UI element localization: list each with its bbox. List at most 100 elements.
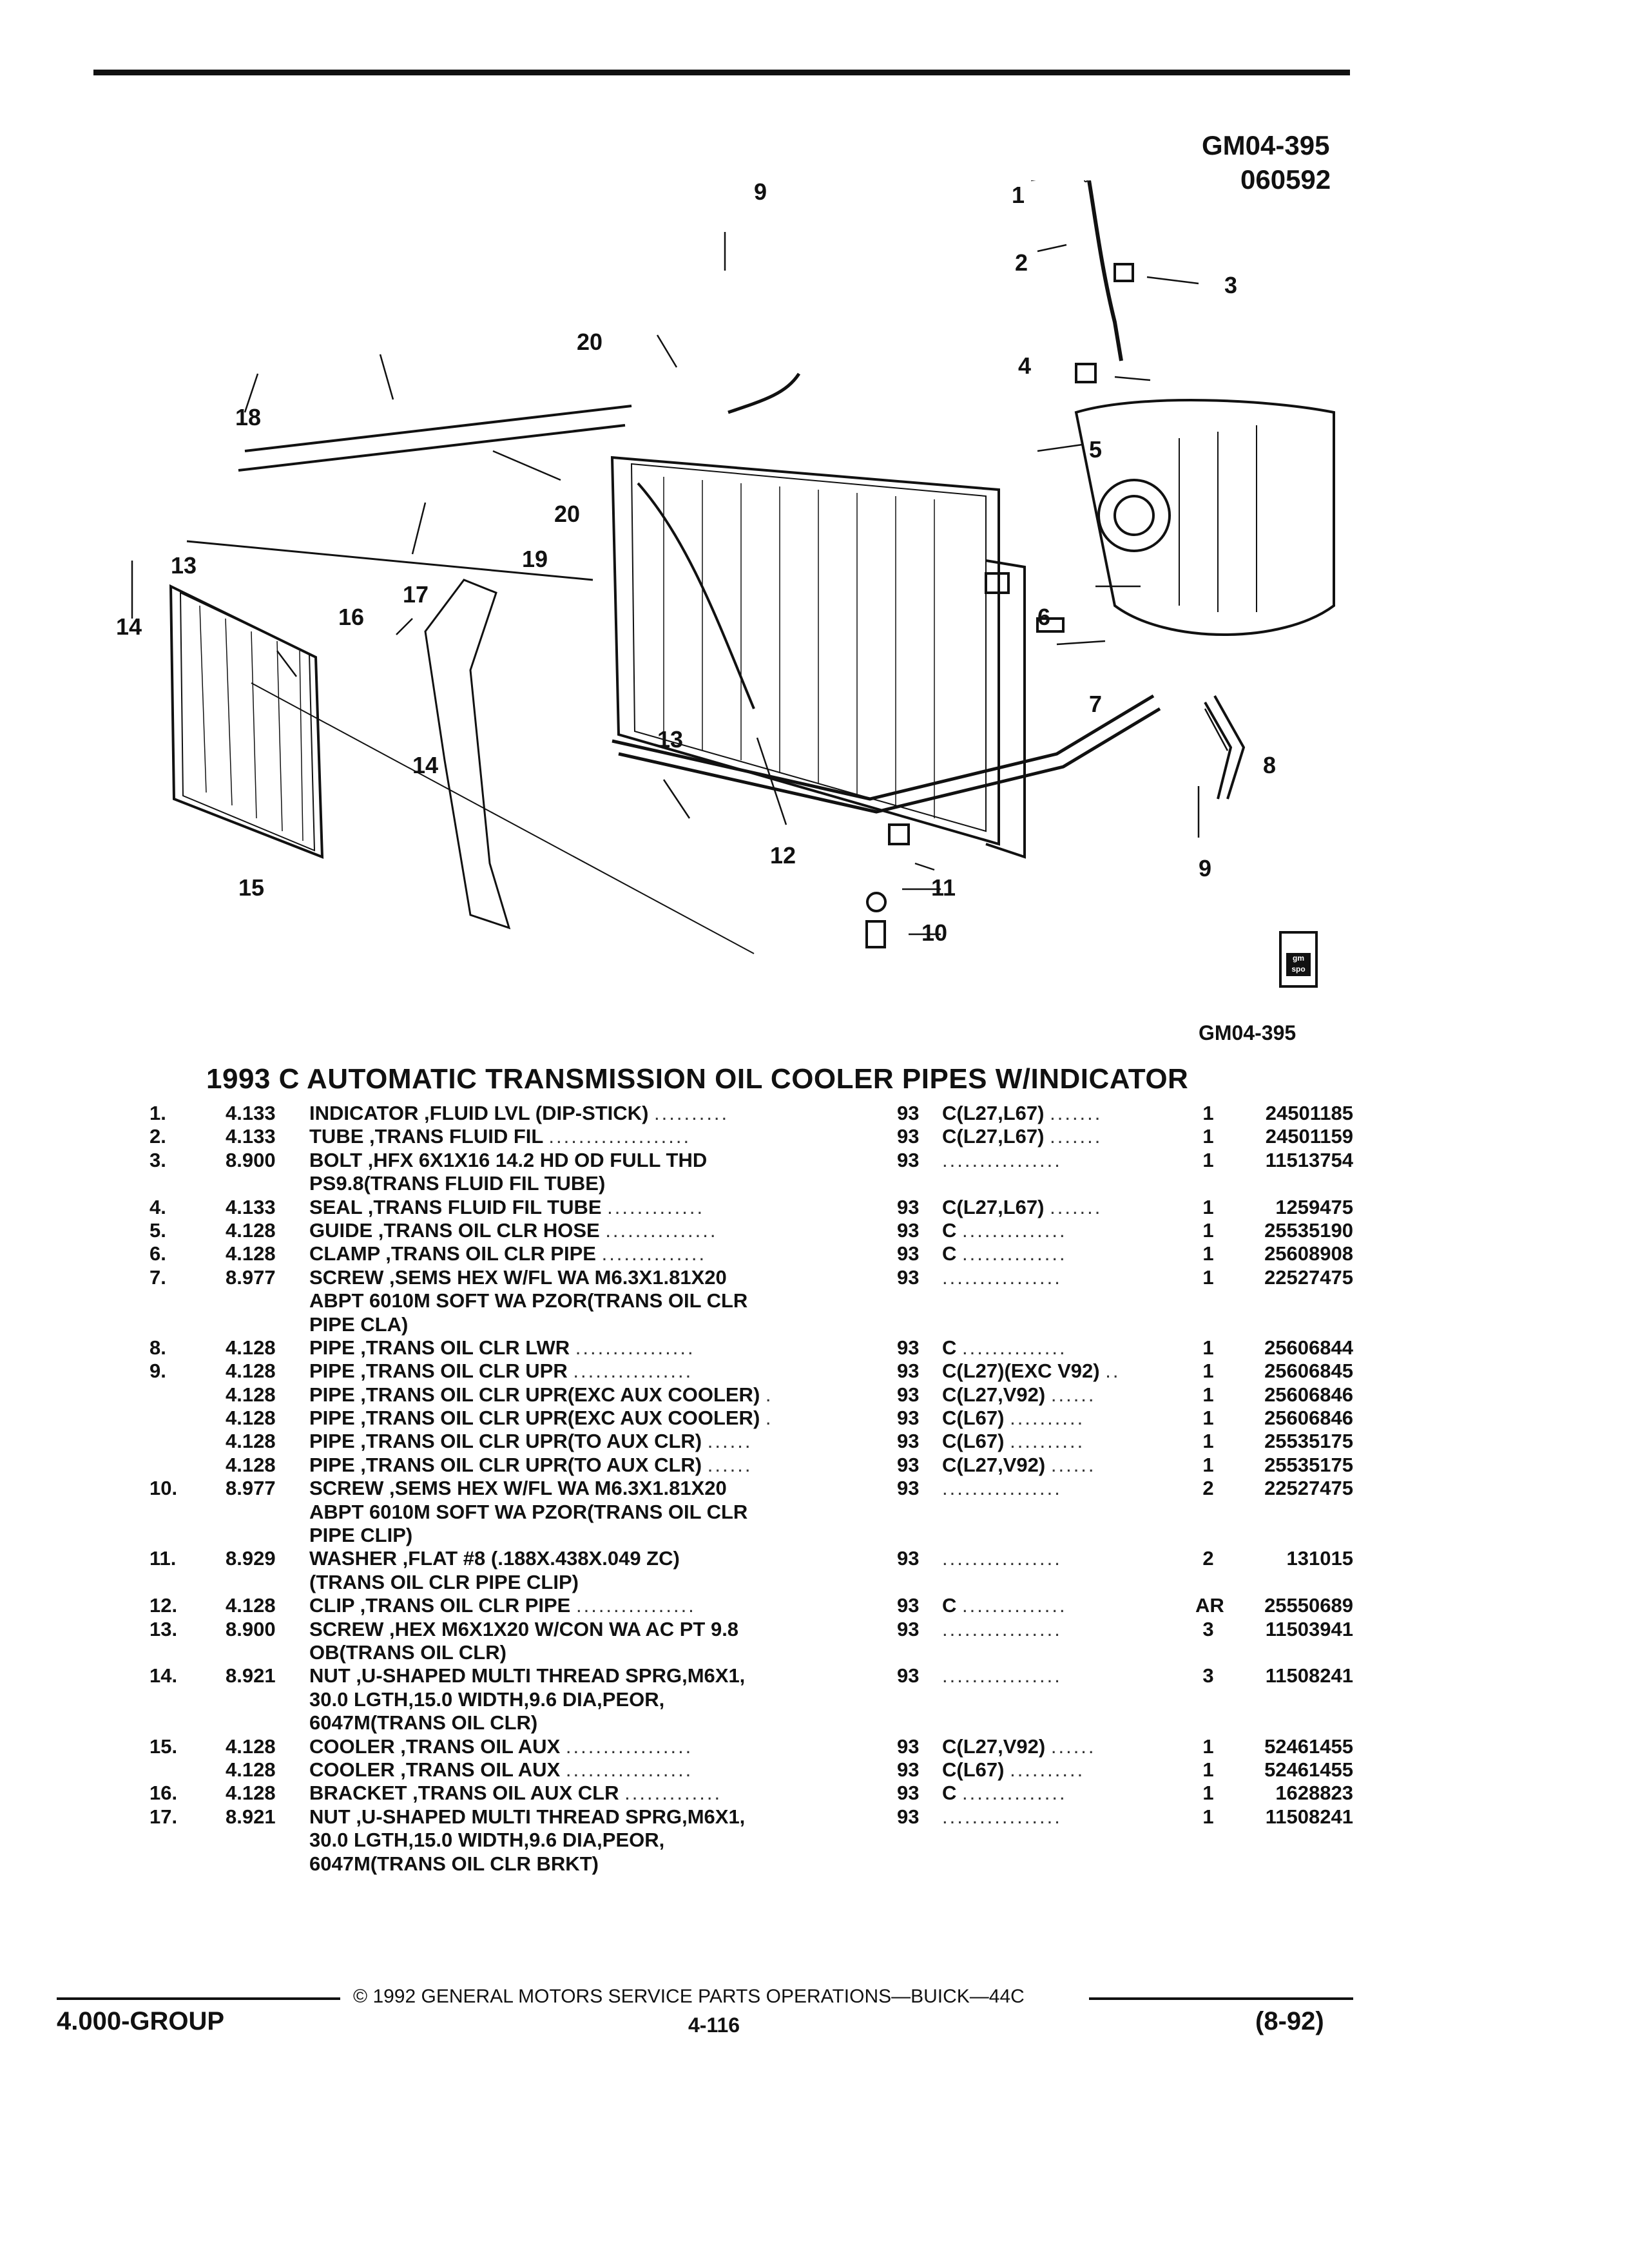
callout-20: 20 [577, 329, 602, 355]
part-description-text: COOLER ,TRANS OIL AUX [309, 1758, 561, 1781]
part-number: 25535190 [1264, 1218, 1353, 1242]
leader-dots: . [765, 1407, 773, 1430]
leader-dots: ................ [942, 1477, 1062, 1500]
part-usage-text: C [942, 1336, 957, 1359]
callout-4: 4 [1018, 352, 1031, 379]
part-usage: C(L27,V92) ...... [942, 1735, 1096, 1758]
callout-5: 5 [1089, 436, 1102, 463]
callout-14: 14 [116, 613, 142, 640]
part-usage: ................ [942, 1477, 1062, 1500]
part-year: 93 [897, 1430, 920, 1453]
part-item-number: 11. [149, 1547, 177, 1570]
leader-dots: .............. [962, 1594, 1067, 1617]
part-description: SCREW ,SEMS HEX W/FL WA M6.3X1.81X20 [309, 1477, 727, 1500]
part-quantity: 1 [1202, 1125, 1214, 1148]
part-description: PIPE ,TRANS OIL CLR UPR(EXC AUX COOLER) … [309, 1383, 773, 1407]
part-year: 93 [897, 1125, 920, 1148]
leader-dots: ...... [1050, 1453, 1096, 1476]
part-year: 93 [897, 1360, 920, 1383]
footer-page-number: 4-116 [688, 2013, 740, 2037]
part-group-code: 8.900 [226, 1148, 276, 1171]
part-item-number: 17. [149, 1805, 178, 1828]
part-description-text: PIPE ,TRANS OIL CLR UPR(TO AUX CLR) [309, 1453, 702, 1476]
part-quantity: 3 [1202, 1617, 1214, 1640]
part-usage-text: C [942, 1218, 957, 1242]
part-item-number: 1. [149, 1102, 166, 1124]
part-group-code: 8.900 [226, 1617, 276, 1640]
leader-dots: ....... [1050, 1195, 1103, 1218]
leader-dots: ................ [942, 1805, 1062, 1828]
parts-row: ABPT 6010M SOFT WA PZOR(TRANS OIL CLR [0, 1501, 1629, 1524]
part-group-code: 4.128 [226, 1782, 276, 1805]
part-description: PS9.8(TRANS FLUID FIL TUBE) [309, 1172, 606, 1195]
part-group-code: 8.929 [226, 1547, 276, 1570]
callout-9: 9 [1199, 855, 1211, 881]
aux-cooler-outline [169, 584, 324, 859]
part-year: 93 [897, 1758, 920, 1781]
part-usage: C .............. [942, 1782, 1067, 1805]
callout-3: 3 [1224, 272, 1237, 298]
part-description: PIPE CLIP) [309, 1524, 413, 1547]
part-quantity: 2 [1202, 1477, 1214, 1500]
part-quantity: 1 [1202, 1383, 1214, 1406]
part-number: 1628823 [1275, 1782, 1353, 1805]
callout-9b: 9 [754, 180, 767, 205]
part-group-code: 4.128 [226, 1430, 276, 1453]
leader-dots: .............. [962, 1336, 1067, 1359]
part-group-code: 4.128 [226, 1453, 276, 1476]
part-description-text: CLIP ,TRANS OIL CLR PIPE [309, 1594, 571, 1617]
part-description: (TRANS OIL CLR PIPE CLIP) [309, 1570, 579, 1593]
part-usage: C(L67) .......... [942, 1758, 1084, 1782]
leader-dots: ............. [607, 1195, 705, 1218]
part-year: 93 [897, 1477, 920, 1500]
part-description: ABPT 6010M SOFT WA PZOR(TRANS OIL CLR [309, 1289, 748, 1312]
part-number: 25606845 [1264, 1360, 1353, 1383]
part-usage-text: C(L27,V92) [942, 1735, 1046, 1758]
part-description: SCREW ,SEMS HEX W/FL WA M6.3X1.81X20 [309, 1265, 727, 1289]
part-description: ABPT 6010M SOFT WA PZOR(TRANS OIL CLR [309, 1500, 748, 1523]
callout-7: 7 [1089, 691, 1102, 717]
parts-row: PIPE CLA) [0, 1313, 1629, 1336]
callout-17: 17 [403, 581, 429, 608]
part-usage: C .............. [942, 1594, 1067, 1617]
part-year: 93 [897, 1148, 920, 1171]
leader-dots: ............... [605, 1218, 718, 1242]
part-description: SCREW ,HEX M6X1X20 W/CON WA AC PT 9.8 [309, 1617, 739, 1640]
leader-dots: ................ [942, 1547, 1062, 1570]
part-quantity: 3 [1202, 1664, 1214, 1687]
part-group-code: 4.128 [226, 1735, 276, 1758]
part-group-code: 4.128 [226, 1336, 276, 1359]
parts-row: 6047M(TRANS OIL CLR BRKT) [0, 1852, 1629, 1876]
part-quantity: 1 [1202, 1453, 1214, 1476]
part-number: 131015 [1286, 1547, 1353, 1570]
part-quantity: 1 [1202, 1758, 1214, 1781]
part-usage: C(L27,V92) ...... [942, 1383, 1096, 1407]
part-number: 25608908 [1264, 1242, 1353, 1265]
parts-row: PS9.8(TRANS FLUID FIL TUBE) [0, 1172, 1629, 1195]
part-description: WASHER ,FLAT #8 (.188X.438X.049 ZC) [309, 1547, 680, 1570]
part-number: 11513754 [1265, 1148, 1353, 1171]
part-year: 93 [897, 1195, 920, 1218]
part-description: NUT ,U-SHAPED MULTI THREAD SPRG,M6X1, [309, 1664, 746, 1687]
part-item-number: 16. [149, 1782, 178, 1805]
part-quantity: 1 [1202, 1805, 1214, 1828]
part-description: PIPE ,TRANS OIL CLR UPR ................ [309, 1360, 693, 1383]
illustration-code: GM04-395 [1202, 130, 1330, 160]
part-group-code: 4.128 [226, 1383, 276, 1406]
part-year: 93 [897, 1336, 920, 1359]
part-description: BRACKET ,TRANS OIL AUX CLR ............. [309, 1782, 722, 1805]
footer-copyright: © 1992 GENERAL MOTORS SERVICE PARTS OPER… [353, 1986, 1025, 2007]
part-year: 93 [897, 1102, 920, 1124]
part-description: INDICATOR ,FLUID LVL (DIP-STICK) .......… [309, 1102, 729, 1125]
part-usage-text: C(L27,L67) [942, 1102, 1045, 1124]
part-item-number: 12. [149, 1594, 178, 1617]
leader-dots: .......... [654, 1102, 729, 1124]
leader-dots: ...... [1050, 1735, 1096, 1758]
part-quantity: 1 [1202, 1735, 1214, 1758]
leader-dots: ............. [624, 1782, 722, 1805]
